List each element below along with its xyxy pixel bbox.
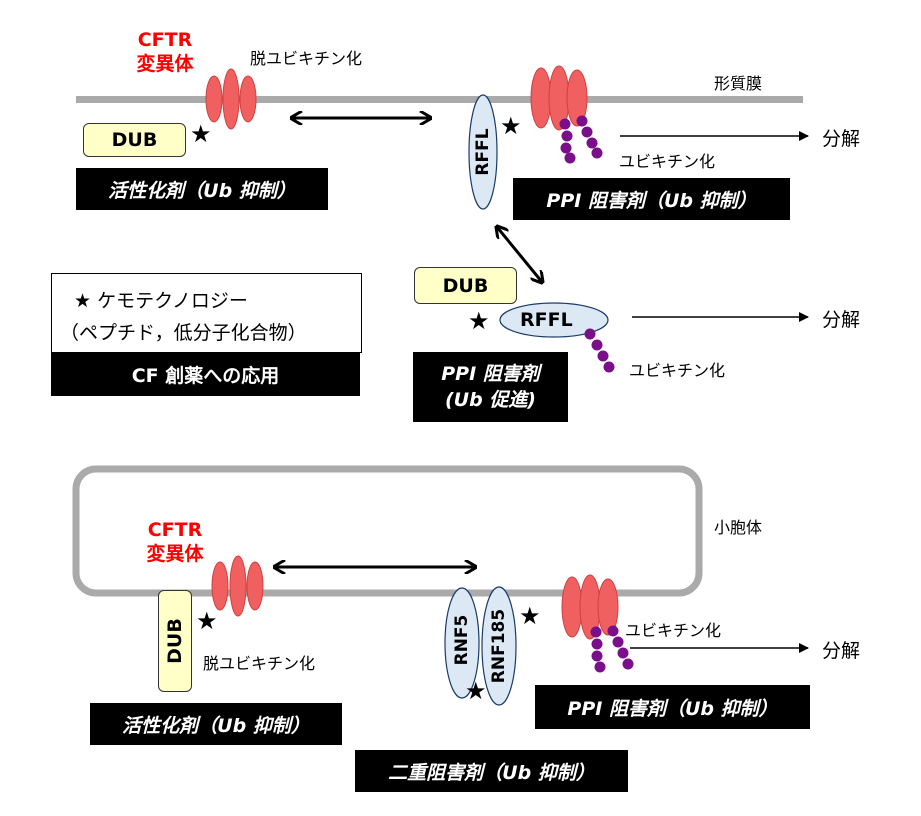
degradation-label-middle: 分解 xyxy=(822,309,861,331)
rffl-ligase-top xyxy=(468,94,498,210)
rffl-label-middle: RFFL xyxy=(520,309,573,331)
dub-box-middle: DUB xyxy=(414,267,517,304)
activator-label-top: 活性化剤（Ub 抑制） xyxy=(76,168,328,210)
activator-label-er: 活性化剤（Ub 抑制） xyxy=(90,703,342,745)
star-icon: ★ xyxy=(500,112,522,140)
ppi-inhibitor-label-top: PPI 阻害剤（Ub 抑制） xyxy=(513,178,790,220)
ubiquitination-label-er: ユビキチン化 xyxy=(625,621,722,640)
ppi-inhibitor-label-er: PPI 阻害剤（Ub 抑制） xyxy=(535,685,810,729)
chemotechnology-legend-line1: ★ ケモテクノロジー xyxy=(74,290,248,312)
rnf185-ligase xyxy=(481,586,517,706)
ubiquitination-label-middle: ユビキチン化 xyxy=(629,361,726,380)
deubiquitination-label-top: 脱ユビキチン化 xyxy=(250,49,363,68)
equilibrium-arrow-diagonal xyxy=(497,227,542,282)
star-icon: ★ xyxy=(196,607,218,635)
star-icon: ★ xyxy=(465,677,487,705)
chemotechnology-legend: ★ ケモテクノロジー （ペプチド，低分子化合物） xyxy=(51,273,362,353)
degradation-label-er: 分解 xyxy=(822,640,861,662)
dub-box-er: DUB xyxy=(158,590,192,692)
deubiquitination-label-er: 脱ユビキチン化 xyxy=(203,654,316,673)
cftr-protein-er-left xyxy=(211,555,264,617)
degradation-label-top: 分解 xyxy=(822,128,861,150)
dual-inhibitor-label: 二重阻害剤（Ub 抑制） xyxy=(355,750,628,792)
cftr-protein-top-left xyxy=(205,68,257,130)
dub-box-top: DUB xyxy=(83,123,186,157)
cftr-protein-top-right xyxy=(530,65,588,131)
ubiquitin-chain-middle xyxy=(584,328,615,373)
plasma-membrane-label: 形質膜 xyxy=(714,74,763,93)
plasma-membrane xyxy=(76,96,803,103)
chemotechnology-legend-line2: （ペプチド，低分子化合物） xyxy=(60,322,307,344)
cf-drug-application-label: CF 創薬への応用 xyxy=(51,352,360,396)
ubiquitination-label-top: ユビキチン化 xyxy=(619,152,716,171)
ubiquitin-chain-top xyxy=(559,115,603,164)
star-icon: ★ xyxy=(190,120,212,148)
star-icon: ★ xyxy=(519,602,541,630)
ppi-inhibitor-label-middle: PPI 阻害剤 (Ub 促進) xyxy=(413,352,568,422)
er-membrane xyxy=(72,465,703,597)
rnf5-ligase xyxy=(444,587,480,699)
cftr-mutant-label-er: CFTR 変異体 xyxy=(146,519,204,565)
star-icon: ★ xyxy=(468,307,490,335)
rffl-ligase-middle xyxy=(499,302,609,338)
cftr-protein-er-right xyxy=(561,574,619,640)
ubiquitin-chain-er xyxy=(590,625,634,673)
er-label: 小胞体 xyxy=(714,518,763,537)
cftr-mutant-label-top: CFTR 変異体 xyxy=(136,29,194,75)
